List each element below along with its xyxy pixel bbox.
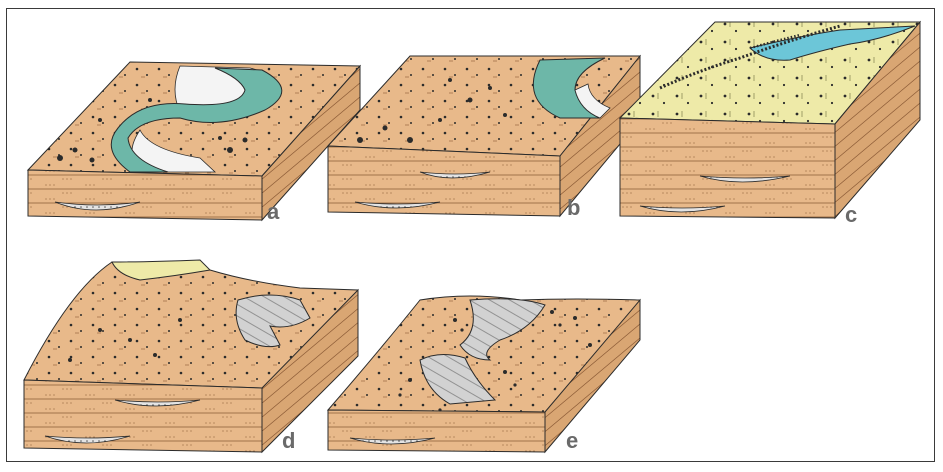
- block-diagram-a: a: [28, 62, 360, 224]
- block-diagram-d: d: [24, 260, 358, 453]
- panel-label-e: e: [566, 428, 578, 453]
- panel-label-b: b: [567, 195, 580, 220]
- panel-label-a: a: [267, 199, 280, 224]
- panel-label-c: c: [845, 202, 857, 227]
- block-d-front: [24, 380, 262, 452]
- block-c-front: [620, 118, 835, 218]
- panel-label-d: d: [282, 428, 295, 453]
- block-diagram-b: b: [328, 56, 640, 220]
- block-diagram-c: c: [620, 22, 920, 227]
- block-b-front: [328, 146, 560, 216]
- block-e-front: [328, 410, 545, 452]
- block-diagram-e: e: [328, 296, 640, 453]
- block-a-front: [28, 170, 262, 220]
